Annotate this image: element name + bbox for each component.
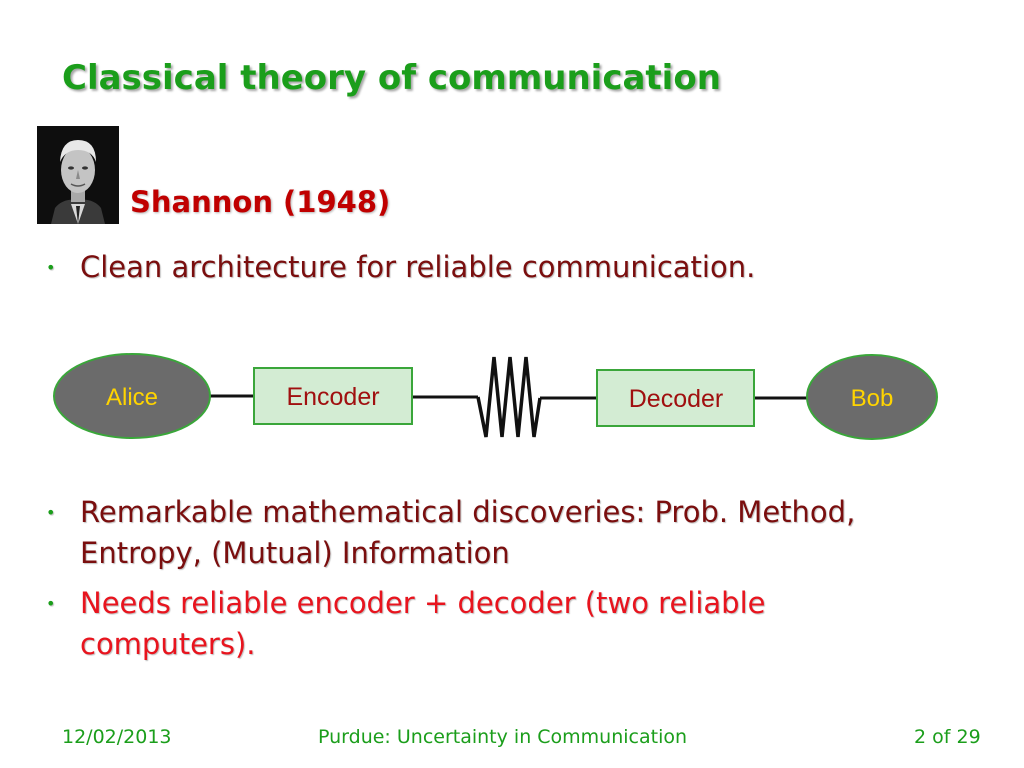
encoder-label: Encoder xyxy=(286,383,379,411)
bullet-marker: • xyxy=(46,258,56,277)
decoder-label: Decoder xyxy=(629,385,724,413)
footer-title: Purdue: Uncertainty in Communication xyxy=(318,726,688,748)
bullet-text: Clean architecture for reliable communic… xyxy=(80,250,756,284)
decoder-box: Decoder xyxy=(596,369,755,427)
bob-node: Bob xyxy=(806,354,938,440)
bullet-marker: • xyxy=(46,594,56,613)
slide-title: Classical theory of communication xyxy=(62,58,721,98)
page-total: of 29 xyxy=(932,726,981,748)
shannon-subtitle: Shannon (1948) xyxy=(130,185,391,219)
noisy-channel-icon xyxy=(476,356,542,438)
alice-label: Alice xyxy=(106,384,158,411)
footer-page-number: 2 of 29 xyxy=(914,726,981,748)
bullet-marker: • xyxy=(46,503,56,522)
page-number: 2 xyxy=(914,726,927,748)
bullet-text: Remarkable mathematical discoveries: Pro… xyxy=(80,495,856,570)
bullet-text: Needs reliable encoder + decoder (two re… xyxy=(80,586,766,661)
shannon-portrait-image xyxy=(37,126,119,224)
portrait-icon xyxy=(37,126,119,224)
alice-node: Alice xyxy=(53,353,211,439)
footer-date: 12/02/2013 xyxy=(62,726,172,748)
encoder-box: Encoder xyxy=(253,367,413,425)
bob-label: Bob xyxy=(851,385,894,412)
